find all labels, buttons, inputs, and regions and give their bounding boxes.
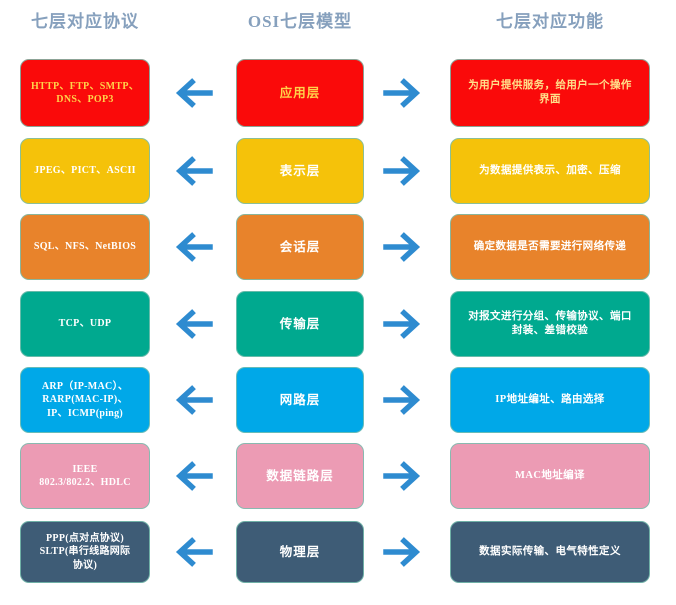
protocol-box[interactable]: IEEE 802.3/802.2、HDLC (20, 443, 150, 509)
protocol-box[interactable]: HTTP、FTP、SMTP、 DNS、POP3 (20, 59, 150, 127)
layer-box[interactable]: 物理层 (236, 521, 364, 583)
protocol-box-label: ARP（IP-MAC）、 RARP(MAC-IP)、 IP、ICMP(ping) (41, 381, 129, 419)
layer-row: IEEE 802.3/802.2、HDLC 数据链路层 MAC地址编译 (0, 443, 676, 509)
function-box[interactable]: 对报文进行分组、传输协议、端口 封装、差错校验 (450, 291, 650, 357)
layer-box[interactable]: 应用层 (236, 59, 364, 127)
layer-row: HTTP、FTP、SMTP、 DNS、POP3 应用层 为用户提供服务，给用户一个操… (0, 59, 676, 127)
function-box[interactable]: 数据实际传输、电气特性定义 (450, 521, 650, 583)
layer-box[interactable]: 网路层 (236, 367, 364, 433)
arrow-left-icon (168, 73, 214, 113)
arrow-left-icon (168, 380, 214, 420)
protocol-box-label: PPP(点对点协议) SLTP(串行线路网际 协议) (39, 533, 131, 571)
protocol-box-label: HTTP、FTP、SMTP、 DNS、POP3 (30, 80, 140, 105)
layer-row: TCP、UDP 传输层 对报文进行分组、传输协议、端口 封装、差错校验 (0, 291, 676, 357)
protocol-box-label: SQL、NFS、NetBIOS (33, 241, 137, 253)
layer-row: SQL、NFS、NetBIOS 会话层 确定数据是否需要进行网络传递 (0, 214, 676, 280)
function-box-label: 数据实际传输、电气特性定义 (479, 546, 621, 558)
protocol-box[interactable]: JPEG、PICT、ASCII (20, 138, 150, 204)
layer-box-label: 传输层 (279, 316, 321, 331)
arrow-right-icon (382, 73, 428, 113)
function-box[interactable]: 确定数据是否需要进行网络传递 (450, 214, 650, 280)
function-box-label: 为数据提供表示、加密、压缩 (479, 165, 621, 177)
function-box[interactable]: IP地址编址、路由选择 (450, 367, 650, 433)
arrow-left-icon (168, 151, 214, 191)
layer-row: ARP（IP-MAC）、 RARP(MAC-IP)、 IP、ICMP(ping)… (0, 367, 676, 433)
function-box-label: 对报文进行分组、传输协议、端口 封装、差错校验 (468, 311, 632, 336)
arrow-right-icon (382, 532, 428, 572)
layer-box-label: 物理层 (279, 544, 321, 559)
function-box[interactable]: MAC地址编译 (450, 443, 650, 509)
column-headers: 七层对应协议 OSI七层模型 七层对应功能 (0, 0, 676, 44)
arrow-left-icon (168, 227, 214, 267)
protocol-box[interactable]: SQL、NFS、NetBIOS (20, 214, 150, 280)
column-header-model: OSI七层模型 (247, 12, 353, 31)
protocol-box-label: IEEE 802.3/802.2、HDLC (39, 463, 131, 488)
protocol-box-label: JPEG、PICT、ASCII (34, 165, 136, 177)
protocol-box-label: TCP、UDP (58, 318, 112, 330)
function-box[interactable]: 为用户提供服务，给用户一个操作 界面 (450, 59, 650, 127)
layer-box[interactable]: 会话层 (236, 214, 364, 280)
protocol-box[interactable]: PPP(点对点协议) SLTP(串行线路网际 协议) (20, 521, 150, 583)
column-header-protocols: 七层对应协议 (31, 12, 139, 31)
function-box[interactable]: 为数据提供表示、加密、压缩 (450, 138, 650, 204)
layer-row: PPP(点对点协议) SLTP(串行线路网际 协议) 物理层 数据实际传输、电气特性… (0, 521, 676, 583)
arrow-right-icon (382, 304, 428, 344)
arrow-right-icon (382, 380, 428, 420)
layer-box-label: 会话层 (279, 239, 321, 254)
arrow-right-icon (382, 456, 428, 496)
layer-box-label: 数据链路层 (266, 468, 334, 483)
function-box-label: 为用户提供服务，给用户一个操作 界面 (468, 80, 632, 105)
layer-box[interactable]: 传输层 (236, 291, 364, 357)
function-box-label: MAC地址编译 (515, 470, 585, 482)
function-box-label: 确定数据是否需要进行网络传递 (473, 241, 627, 253)
function-box-label: IP地址编址、路由选择 (495, 394, 605, 406)
layer-box[interactable]: 表示层 (236, 138, 364, 204)
layer-box[interactable]: 数据链路层 (236, 443, 364, 509)
arrow-left-icon (168, 532, 214, 572)
layer-box-label: 表示层 (279, 163, 321, 178)
arrow-right-icon (382, 227, 428, 267)
protocol-box[interactable]: TCP、UDP (20, 291, 150, 357)
arrow-left-icon (168, 304, 214, 344)
arrow-left-icon (168, 456, 214, 496)
column-header-functions: 七层对应功能 (496, 12, 604, 31)
layer-box-label: 应用层 (279, 85, 321, 100)
layer-row: JPEG、PICT、ASCII 表示层 为数据提供表示、加密、压缩 (0, 138, 676, 204)
protocol-box[interactable]: ARP（IP-MAC）、 RARP(MAC-IP)、 IP、ICMP(ping) (20, 367, 150, 433)
arrow-right-icon (382, 151, 428, 191)
layer-box-label: 网路层 (279, 392, 321, 407)
